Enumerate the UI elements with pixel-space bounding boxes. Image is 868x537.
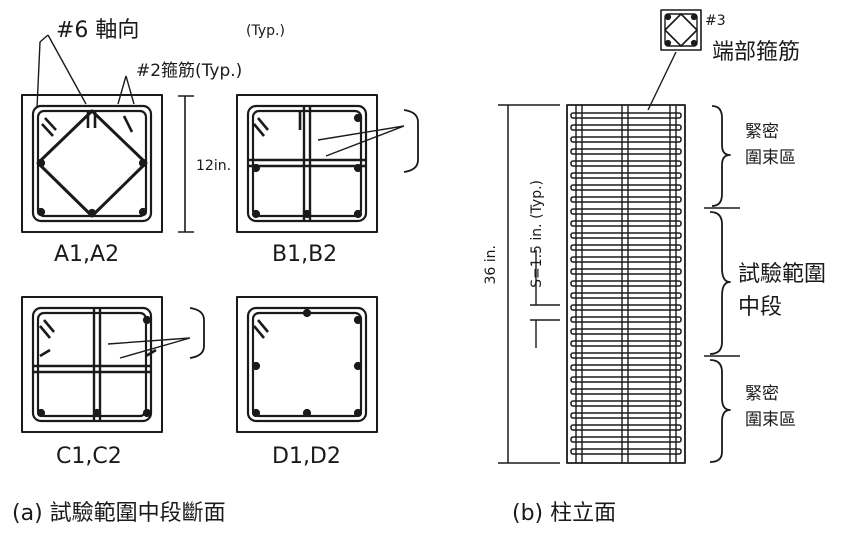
section-d-label: D1,D2 <box>272 444 341 469</box>
section-b <box>236 94 378 233</box>
hoop-bar <box>570 232 682 239</box>
column-elevation <box>566 104 686 464</box>
hoop-bar <box>570 244 682 251</box>
hoop-bar <box>570 148 682 155</box>
hoop-bar <box>570 112 682 119</box>
hoop-bar <box>570 196 682 203</box>
section-c-label: C1,C2 <box>56 444 122 469</box>
section-a-label: A1,A2 <box>54 242 120 267</box>
hoop-bar <box>570 364 682 371</box>
hoop-bar <box>570 292 682 299</box>
hoop2-label: #2箍筋(Typ.) <box>136 61 243 81</box>
hoop-bar <box>570 136 682 143</box>
caption-b: (b) 柱立面 <box>512 501 617 526</box>
zone-bot-line2: 圍束區 <box>745 409 796 430</box>
hoop-bar <box>570 268 682 275</box>
dim-12in: 12in. <box>196 158 232 174</box>
caption-a: (a) 試驗範圍中段斷面 <box>12 501 226 526</box>
zone-top-line1: 緊密 <box>745 122 779 142</box>
hoop3-label: 端部箍筋 <box>712 40 801 65</box>
hoop-bar <box>570 436 682 443</box>
section-d <box>236 296 378 433</box>
axial-bar-label: #6 軸向 <box>56 18 140 43</box>
zone-bot-label: 緊密 圍束區 <box>745 382 796 433</box>
section-a <box>21 94 163 233</box>
hoop-bar <box>570 328 682 335</box>
hoop-bar <box>570 388 682 395</box>
hoop-bar <box>570 220 682 227</box>
typ-label: (Typ.) <box>246 23 285 39</box>
hoop-bar <box>570 184 682 191</box>
hoop-bar <box>570 124 682 131</box>
zone-top-label: 緊密 圍束區 <box>745 120 796 171</box>
hoop-bar <box>570 424 682 431</box>
dim-36in: 36 in. <box>483 245 499 285</box>
section-b-label: B1,B2 <box>272 242 338 267</box>
hoop-bar <box>570 352 682 359</box>
zone-top-line2: 圍束區 <box>745 147 796 168</box>
hoop-bar <box>570 160 682 167</box>
hoop-bar <box>570 208 682 215</box>
hoop-bar <box>570 340 682 347</box>
hoop-bar <box>570 280 682 287</box>
hoop-bar <box>570 172 682 179</box>
hoop3-number: #3 <box>705 13 726 29</box>
hoop-bar <box>570 316 682 323</box>
zone-bot-line1: 緊密 <box>745 384 779 404</box>
zone-mid-line2: 中段 <box>738 295 783 320</box>
hoop-bar <box>570 256 682 263</box>
zone-mid-label: 試驗範圍 中段 <box>738 258 826 324</box>
end-hoop-icon <box>660 9 702 51</box>
hoop-bar <box>570 376 682 383</box>
hoop-bar <box>570 400 682 407</box>
section-c <box>21 296 163 433</box>
zone-mid-line1: 試驗範圍 <box>738 262 827 287</box>
hoop-bar <box>570 412 682 419</box>
hoop-bar <box>570 448 682 455</box>
spacing-label: S=1.5 in. (Typ.) <box>529 180 545 288</box>
hoop-bar <box>570 304 682 311</box>
